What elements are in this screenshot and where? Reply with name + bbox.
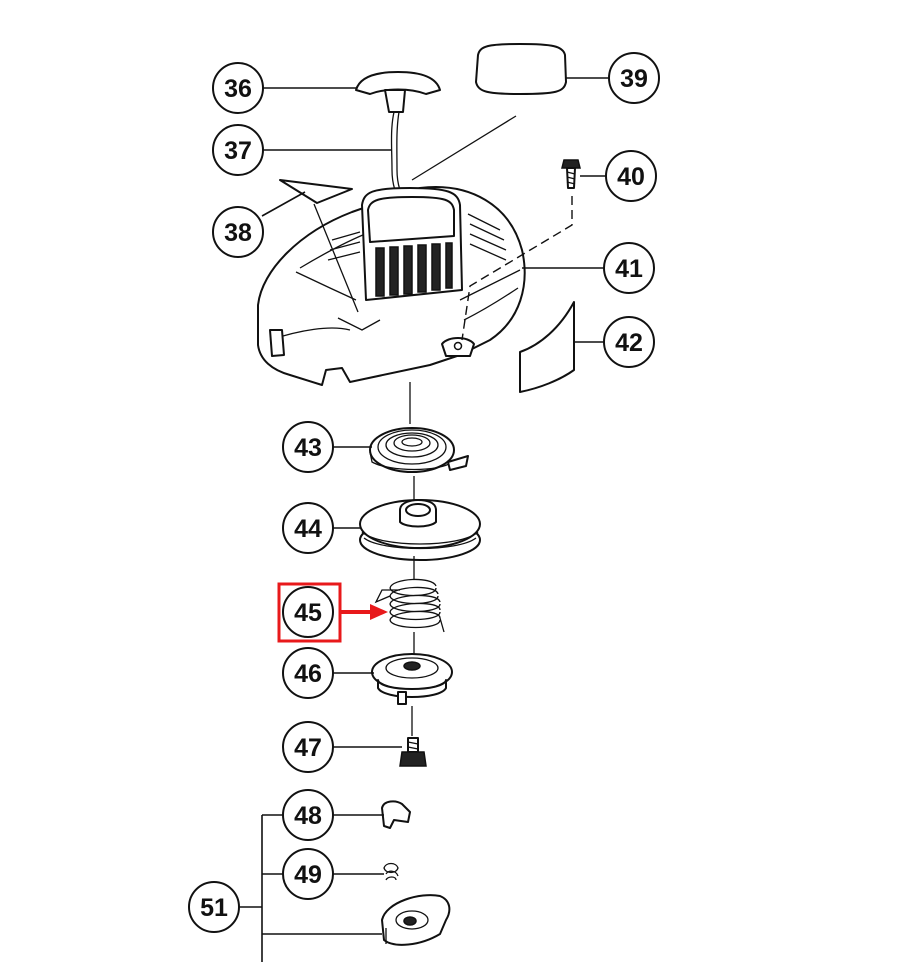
callout-40[interactable]: 40	[605, 150, 657, 202]
callout-label: 36	[224, 75, 252, 103]
decal-part	[475, 43, 567, 95]
callout-48[interactable]: 48	[282, 789, 334, 841]
small-spring-part	[383, 862, 399, 881]
callout-label: 44	[294, 515, 322, 543]
callout-44[interactable]: 44	[282, 502, 334, 554]
callout-label: 43	[294, 434, 322, 462]
callout-label: 40	[617, 163, 645, 191]
callout-38[interactable]: 38	[212, 206, 264, 258]
clip-part	[381, 800, 411, 829]
callout-label: 45	[294, 599, 322, 627]
callout-46[interactable]: 46	[282, 647, 334, 699]
screw-part	[561, 159, 581, 189]
bolt-part	[399, 737, 427, 767]
highlight-arrow-head	[370, 604, 388, 620]
side-decal-part	[519, 301, 575, 393]
starter-housing-part	[257, 186, 526, 386]
callout-37[interactable]: 37	[212, 124, 264, 176]
pawl-plate-part	[381, 894, 451, 946]
torsion-spring-part	[374, 578, 445, 633]
callout-49[interactable]: 49	[282, 848, 334, 900]
callout-36[interactable]: 36	[212, 62, 264, 114]
assembly-guide-lines	[313, 115, 573, 736]
leader-lines	[238, 77, 610, 962]
callout-label: 47	[294, 734, 322, 762]
callout-43[interactable]: 43	[282, 421, 334, 473]
callout-label: 37	[224, 137, 252, 165]
callout-label: 39	[620, 65, 648, 93]
callout-label: 41	[615, 255, 643, 283]
pawl-hub-part	[371, 653, 453, 705]
callout-label: 46	[294, 660, 322, 688]
callout-label: 49	[294, 861, 322, 889]
starter-handle-part	[355, 71, 441, 113]
callout-label: 48	[294, 802, 322, 830]
callout-label: 42	[615, 329, 643, 357]
rope-pulley-part	[359, 499, 481, 561]
callout-39[interactable]: 39	[608, 52, 660, 104]
warning-label-part	[279, 179, 353, 204]
recoil-spring-part	[369, 427, 469, 473]
highlight-45	[277, 582, 388, 643]
callout-label: 38	[224, 219, 252, 247]
callout-label: 51	[200, 894, 228, 922]
callout-42[interactable]: 42	[603, 316, 655, 368]
callout-45[interactable]: 45	[282, 586, 334, 638]
callout-47[interactable]: 47	[282, 721, 334, 773]
callout-51[interactable]: 51	[188, 881, 240, 933]
callout-41[interactable]: 41	[603, 242, 655, 294]
